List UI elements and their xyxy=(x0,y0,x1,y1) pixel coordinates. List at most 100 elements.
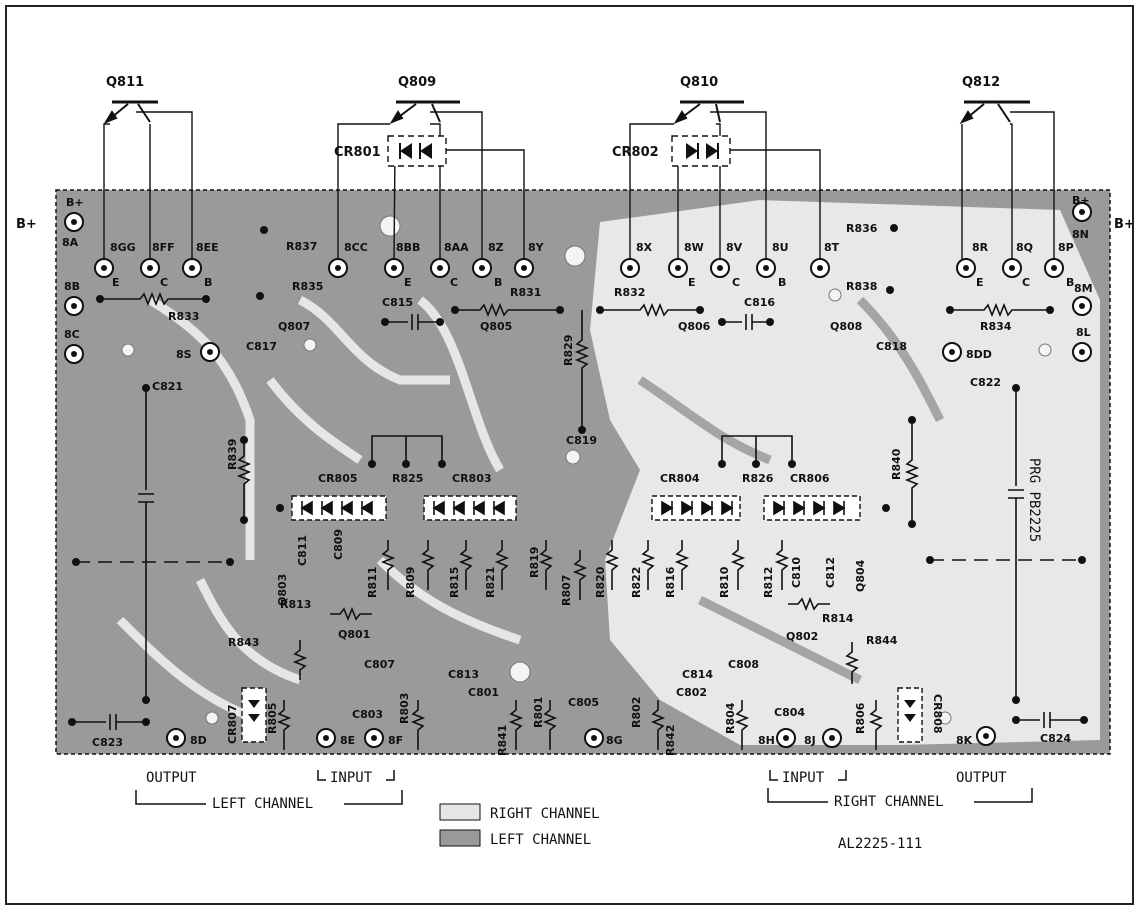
term-8cc: 8CC xyxy=(344,241,368,254)
pin-e-8bb: E xyxy=(404,276,412,289)
label-c819: C819 xyxy=(566,434,597,447)
q812-symbol xyxy=(959,100,1030,125)
legend-left-swatch xyxy=(439,829,481,847)
label-c807: C807 xyxy=(364,658,395,671)
board-outline xyxy=(55,189,1111,755)
label-r815: R815 xyxy=(448,567,461,598)
label-c818: C818 xyxy=(876,340,907,353)
mounting-holes xyxy=(121,215,1052,725)
label-r829: R829 xyxy=(562,335,575,366)
term-8e: 8E xyxy=(340,734,355,747)
label-c811: C811 xyxy=(296,535,309,566)
label-c803: C803 xyxy=(352,708,383,721)
label-c801: C801 xyxy=(468,686,499,699)
term-8ee: 8EE xyxy=(196,241,219,254)
left-light-traces xyxy=(116,295,522,725)
label-c805: C805 xyxy=(568,696,599,709)
label-r833: R833 xyxy=(168,310,199,323)
label-q811: Q811 xyxy=(106,75,144,90)
legend-right-label: RIGHT CHANNEL xyxy=(490,806,600,822)
label-r802: R802 xyxy=(630,697,643,728)
cr801-symbol xyxy=(387,135,447,167)
term-8l: 8L xyxy=(1076,326,1091,339)
caption-output-right: OUTPUT xyxy=(956,770,1007,786)
top-transistors xyxy=(103,100,1030,125)
label-r831: R831 xyxy=(510,286,541,299)
label-q812: Q812 xyxy=(962,75,1000,90)
board-marking: PRG PB2225 xyxy=(1026,458,1042,542)
label-cr804: CR804 xyxy=(660,472,700,485)
label-r822: R822 xyxy=(630,567,643,598)
pad-bplus-left: B+ xyxy=(66,196,84,209)
term-8s: 8S xyxy=(176,348,192,361)
term-8q: 8Q xyxy=(1016,241,1033,254)
label-r825: R825 xyxy=(392,472,423,485)
term-8a: 8A xyxy=(62,236,79,249)
bplus-right: B+ xyxy=(1114,217,1135,232)
label-r837: R837 xyxy=(286,240,317,253)
q811-symbol xyxy=(103,100,158,125)
term-8y: 8Y xyxy=(528,241,545,254)
label-q803: Q803 xyxy=(276,574,289,606)
term-8n: 8N xyxy=(1072,228,1089,241)
term-8ff: 8FF xyxy=(152,241,175,254)
label-cr803: CR803 xyxy=(452,472,492,485)
label-r820: R820 xyxy=(594,566,607,598)
label-r835: R835 xyxy=(292,280,323,293)
label-cr806: CR806 xyxy=(790,472,830,485)
term-8aa: 8AA xyxy=(444,241,469,254)
label-cr807: CR807 xyxy=(226,704,239,744)
term-8gg: 8GG xyxy=(110,241,136,254)
label-r804: R804 xyxy=(724,702,737,734)
label-q801: Q801 xyxy=(338,628,370,641)
label-c822: C822 xyxy=(970,376,1001,389)
pin-c-8aa: C xyxy=(450,276,458,289)
label-r841: R841 xyxy=(496,725,509,756)
label-c808: C808 xyxy=(728,658,759,671)
label-r840: R840 xyxy=(890,448,903,480)
caption-input-left: INPUT xyxy=(330,770,373,786)
pin-c-8q: C xyxy=(1022,276,1030,289)
term-8h: 8H xyxy=(758,734,775,747)
label-r838: R838 xyxy=(846,280,877,293)
term-8j: 8J xyxy=(804,734,816,747)
q810-symbol xyxy=(673,100,744,125)
label-c810: C810 xyxy=(790,557,803,588)
label-cr802: CR802 xyxy=(612,145,659,160)
pin-b-8p: B xyxy=(1066,276,1074,289)
label-r813: R813 xyxy=(280,598,311,611)
term-8b: 8B xyxy=(64,280,80,293)
term-8f: 8F xyxy=(388,734,403,747)
label-q802: Q802 xyxy=(786,630,818,643)
label-r805: R805 xyxy=(266,703,279,734)
label-c821: C821 xyxy=(152,380,183,393)
label-c813: C813 xyxy=(448,668,479,681)
label-c802: C802 xyxy=(676,686,707,699)
legend-right-swatch xyxy=(439,803,481,821)
pcb-board xyxy=(55,189,1111,755)
pad-bplus-right: B+ xyxy=(1072,194,1090,207)
label-q804: Q804 xyxy=(854,559,867,592)
term-8r: 8R xyxy=(972,241,989,254)
label-r819: R819 xyxy=(528,547,541,578)
label-r843: R843 xyxy=(228,636,259,649)
label-c815: C815 xyxy=(382,296,413,309)
label-q808: Q808 xyxy=(830,320,862,333)
cr802-symbol xyxy=(671,135,731,167)
pin-e-8w: E xyxy=(688,276,696,289)
q809-symbol xyxy=(389,100,460,125)
pin-b-8ee: B xyxy=(204,276,212,289)
pin-b-8u: B xyxy=(778,276,786,289)
pin-e-8r: E xyxy=(976,276,984,289)
label-r801: R801 xyxy=(532,697,545,728)
label-q806: Q806 xyxy=(678,320,711,333)
caption-left-channel: LEFT CHANNEL xyxy=(212,796,313,812)
label-c804: C804 xyxy=(774,706,805,719)
label-q805: Q805 xyxy=(480,320,512,333)
channel-legend: RIGHT CHANNEL LEFT CHANNEL xyxy=(439,803,600,848)
term-8k: 8K xyxy=(956,734,973,747)
labels: B+ B+ B+ B+ Q811 Q809 Q810 Q812 CR801 CR… xyxy=(16,75,1135,812)
label-r807: R807 xyxy=(560,575,573,606)
bottom-brackets xyxy=(135,770,1033,805)
